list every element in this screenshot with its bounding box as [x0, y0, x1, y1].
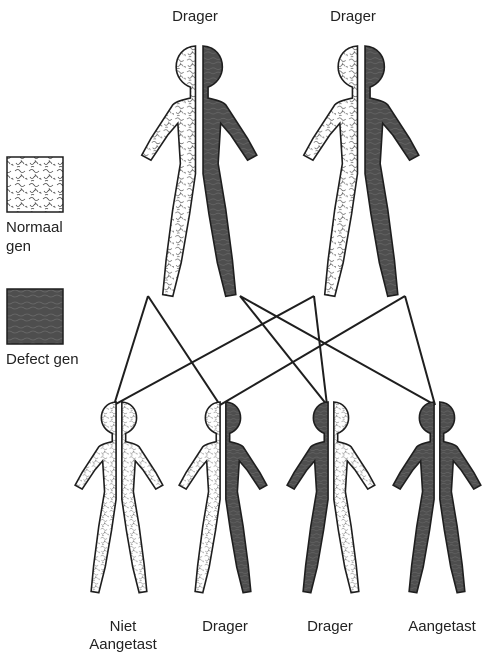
child-figure-1-right-half — [121, 401, 164, 594]
child-figure-1 — [74, 401, 164, 594]
child-figure-3 — [286, 401, 376, 594]
parent-figure-1 — [140, 45, 258, 298]
inheritance-line-6 — [313, 295, 328, 406]
legend-label-defect: Defect gen — [6, 351, 79, 368]
inheritance-line-2 — [147, 295, 221, 406]
inheritance-line-4 — [239, 295, 436, 406]
inheritance-line-1 — [113, 295, 149, 406]
inheritance-lines — [113, 295, 436, 406]
inheritance-line-5 — [113, 295, 315, 406]
parent-figure-1-right-half — [202, 45, 258, 298]
child-label-1: Niet Aangetast — [78, 618, 168, 654]
figures — [74, 45, 482, 594]
legend-swatch-normal — [6, 156, 64, 213]
inheritance-line-8 — [404, 295, 436, 406]
legend-label-normal: Normaal gen — [6, 218, 63, 256]
child-figure-4 — [392, 401, 482, 594]
legend-label-normal-line-1: Normaal — [6, 219, 63, 236]
child-label-1-line-2: Aangetast — [89, 636, 157, 653]
parent-figure-1-left-half — [140, 45, 197, 298]
parent-label-1: Drager — [172, 8, 218, 25]
legend-label-normal-line-2: gen — [6, 238, 32, 255]
inheritance-line-3 — [239, 295, 328, 406]
child-figure-2-right-half — [225, 401, 268, 594]
parent-label-2: Drager — [330, 8, 376, 25]
child-label-1-line-1: Niet — [109, 618, 137, 635]
child-label-4: Aangetast — [408, 618, 476, 635]
child-label-3: Drager — [307, 618, 353, 635]
parent-figure-2 — [302, 45, 420, 298]
child-figure-3-right-half — [333, 401, 376, 594]
child-figure-4-left-half — [392, 401, 435, 594]
child-label-2: Drager — [202, 618, 248, 635]
parent-figure-2-left-half — [302, 45, 359, 298]
legend-swatch-defect — [6, 288, 64, 345]
parent-figure-2-right-half — [364, 45, 420, 298]
child-figure-1-left-half — [74, 401, 117, 594]
child-figure-2 — [178, 401, 268, 594]
child-figure-4-right-half — [439, 401, 482, 594]
legend — [6, 156, 64, 345]
child-figure-3-left-half — [286, 401, 329, 594]
inheritance-line-7 — [219, 295, 406, 406]
child-figure-2-left-half — [178, 401, 221, 594]
